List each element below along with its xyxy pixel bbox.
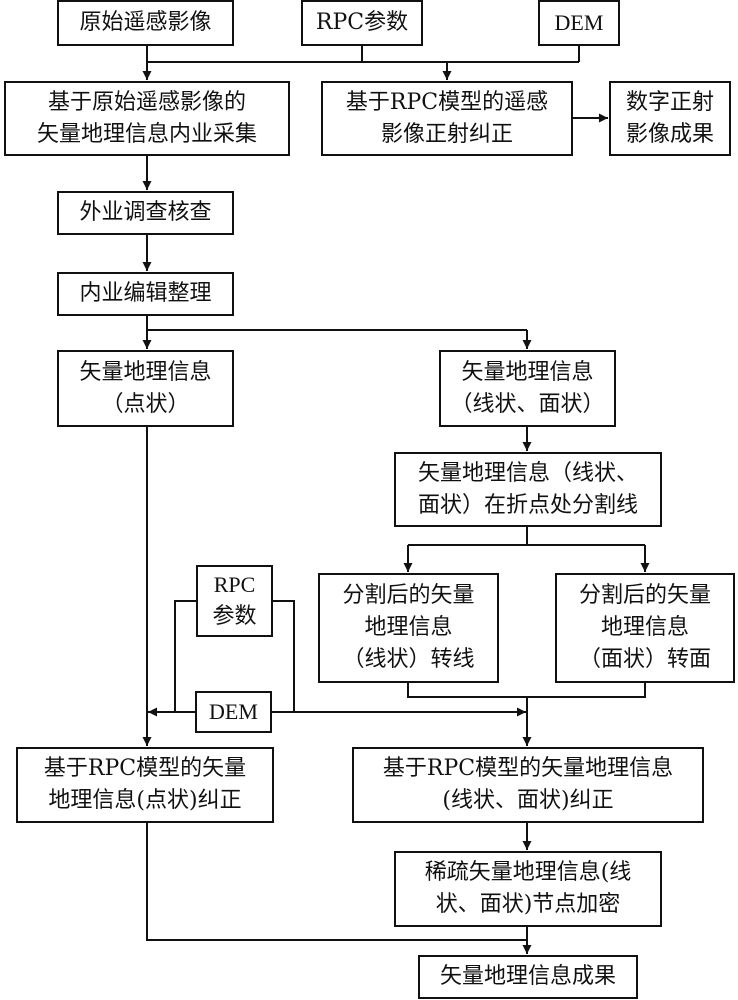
line-area-correct-line-1: 基于RPC模型的矢量地理信息: [382, 756, 674, 782]
office-edit-label: 内业编辑整理: [79, 281, 212, 307]
ortho-box: 基于RPC模型的遥感 影像正射纠正: [321, 81, 573, 156]
collect-line-2: 矢量地理信息内业采集: [36, 121, 257, 147]
line-area-info-line-2: （线状、面状）: [450, 391, 605, 417]
densify-box: 稀疏矢量地理信息(线 状、面状)节点加密: [394, 851, 662, 927]
line-area-correct-box: 基于RPC模型的矢量地理信息 (线状、面状)纠正: [352, 747, 704, 823]
split-line-2: 面状）在折点处分割线: [417, 492, 638, 518]
line-area-info-line-1: 矢量地理信息: [461, 359, 594, 385]
rpc-params-top-box: RPC参数: [301, 0, 423, 46]
connector-point-correct-to-result: [146, 823, 527, 941]
rpc-params-mid-box: RPC 参数: [196, 565, 273, 637]
split-box: 矢量地理信息（线状、 面状）在折点处分割线: [394, 452, 662, 527]
split-line-box-line-3: （线状）转线: [342, 646, 475, 672]
connector-split-merge: [407, 683, 646, 698]
point-info-line-1: 矢量地理信息: [79, 359, 212, 385]
ortho-line-2: 影像正射纠正: [380, 121, 513, 147]
dom-line-1: 数字正射: [625, 89, 714, 115]
point-correct-line-2: 地理信息(点状)纠正: [48, 788, 242, 813]
split-line-box: 分割后的矢量 地理信息 （线状）转线: [318, 573, 499, 683]
collect-line-1: 基于原始遥感影像的: [47, 89, 246, 115]
split-area-box-line-2: 地理信息: [600, 615, 689, 641]
ortho-line-1: 基于RPC模型的遥感: [345, 89, 549, 115]
raw-image-box: 原始遥感影像: [57, 0, 234, 46]
result-box: 矢量地理信息成果: [418, 955, 638, 999]
rpc-params-mid-line-2: 参数: [212, 604, 257, 629]
connector-rpc-mid: [174, 600, 295, 712]
split-line-box-line-2: 地理信息: [364, 615, 453, 641]
line-area-info-box: 矢量地理信息 （线状、面状）: [439, 350, 616, 427]
dom-line-2: 影像成果: [625, 121, 714, 147]
point-correct-line-1: 基于RPC模型的矢量: [43, 756, 247, 782]
split-line-1: 矢量地理信息（线状、: [417, 460, 638, 486]
densify-line-2: 状、面状)节点加密: [435, 892, 621, 917]
office-edit-box: 内业编辑整理: [57, 272, 234, 316]
dem-top-box: DEM: [538, 0, 620, 46]
split-area-box-line-3: （面状）转面: [578, 646, 711, 672]
point-info-box: 矢量地理信息 （点状）: [57, 350, 234, 427]
densify-line-1: 稀疏矢量地理信息(线: [424, 860, 632, 886]
result-label: 矢量地理信息成果: [439, 964, 616, 990]
dem-top-label: DEM: [554, 10, 604, 36]
connector-raw-rpc-dem: [147, 46, 580, 63]
line-area-correct-line-2: (线状、面状)纠正: [442, 788, 614, 813]
field-check-label: 外业调查核查: [79, 200, 212, 226]
dem-mid-label: DEM: [209, 699, 258, 725]
dem-mid-box: DEM: [195, 691, 272, 733]
rpc-params-top-label: RPC参数: [315, 10, 409, 36]
rpc-params-mid-line-1: RPC: [213, 572, 256, 598]
split-area-box-line-1: 分割后的矢量: [578, 583, 711, 609]
raw-image-label: 原始遥感影像: [79, 10, 212, 36]
point-correct-box: 基于RPC模型的矢量 地理信息(点状)纠正: [16, 747, 274, 823]
field-check-box: 外业调查核查: [57, 191, 234, 235]
point-info-line-2: （点状）: [101, 391, 190, 417]
split-line-box-line-1: 分割后的矢量: [342, 583, 475, 609]
split-area-box: 分割后的矢量 地理信息 （面状）转面: [555, 573, 735, 683]
collect-box: 基于原始遥感影像的 矢量地理信息内业采集: [4, 81, 290, 156]
dom-result-box: 数字正射 影像成果: [609, 81, 731, 156]
connector-split-branches: [408, 527, 645, 546]
